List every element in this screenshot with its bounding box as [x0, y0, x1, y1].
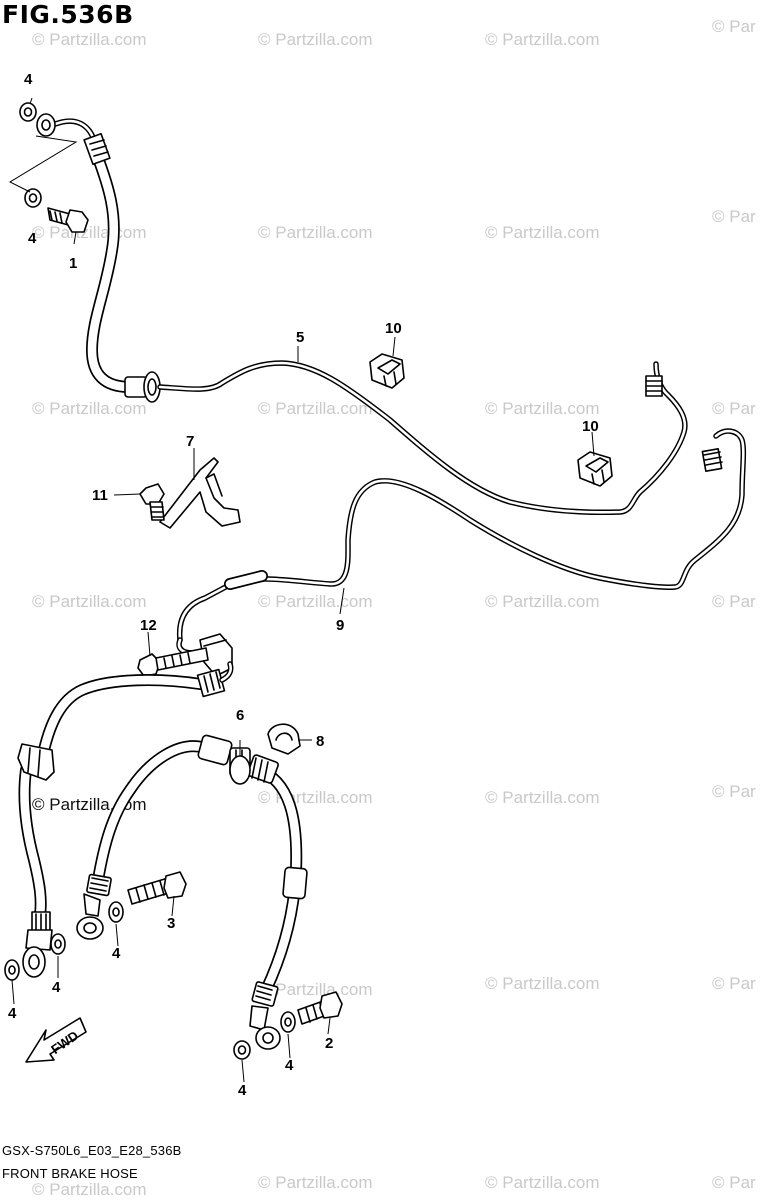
- upper-hose: [36, 113, 161, 403]
- watermark: © Partzilla.com: [485, 223, 600, 242]
- watermark: © Partzilla.com: [258, 980, 373, 999]
- watermark: © Par: [712, 782, 756, 801]
- callout-5: 5: [296, 329, 304, 346]
- hose-clip-6: [229, 740, 251, 785]
- watermark: © Partzilla.com: [485, 788, 600, 807]
- leader-lines: [11, 97, 595, 1083]
- callout-4: 4: [112, 945, 121, 962]
- callout-4: 4: [238, 1082, 247, 1099]
- watermark: © Par: [712, 592, 756, 611]
- washer: [50, 933, 66, 955]
- bracket-7: [159, 457, 241, 529]
- union-bolt-2: [297, 991, 343, 1025]
- watermark: © Partzilla.com: [32, 592, 147, 611]
- fwd-arrow: FWD: [25, 1017, 87, 1063]
- watermark: © Partzilla.com: [485, 974, 600, 993]
- diagram-code: GSX-S750L6_E03_E28_536B: [2, 1143, 182, 1158]
- union-bolt-1: [47, 207, 89, 233]
- callout-4: 4: [285, 1057, 294, 1074]
- callout-3: 3: [167, 915, 175, 932]
- callout-8: 8: [316, 733, 324, 750]
- middle-lower-hose: [76, 734, 251, 940]
- watermark: © Partzilla.com: [32, 399, 147, 418]
- watermark: © Partzilla.com: [485, 592, 600, 611]
- watermark: © Partzilla.com: [32, 30, 147, 49]
- left-lower-hose: [17, 661, 234, 978]
- callout-1: 1: [69, 255, 77, 272]
- watermark: © Partzilla.com: [258, 592, 373, 611]
- three-way-joint: [199, 633, 233, 677]
- clamp-8: [267, 723, 301, 755]
- watermark: © Par: [712, 399, 756, 418]
- bolt-11: [139, 483, 165, 521]
- watermark: © Partzilla.com: [485, 30, 600, 49]
- watermark: © Par: [712, 17, 756, 36]
- watermark: © Partzilla.com: [32, 223, 147, 242]
- clamp-10a: [369, 353, 405, 389]
- watermark: © Partzilla.com: [32, 1180, 147, 1199]
- callout-11: 11: [92, 487, 108, 504]
- callout-12: 12: [140, 617, 157, 634]
- callout-4: 4: [8, 1005, 17, 1022]
- callout-10: 10: [385, 320, 402, 337]
- watermark: © Partzilla.com: [258, 30, 373, 49]
- clamp-10b: [577, 451, 613, 487]
- watermark: © Partzilla.com: [258, 223, 373, 242]
- watermark: © Par: [712, 207, 756, 226]
- watermark: © Partzilla.com: [485, 399, 600, 418]
- union-bolt-3: [127, 871, 187, 905]
- watermark-grid: © Partzilla.com © Partzilla.com © Partzi…: [32, 17, 756, 1199]
- brake-pipe-9: [176, 428, 747, 656]
- washer: [108, 901, 124, 923]
- diagram-name: FRONT BRAKE HOSE: [2, 1166, 138, 1181]
- callout-4: 4: [24, 71, 33, 88]
- watermark: © Partzilla.com: [485, 1173, 600, 1192]
- brake-pipe-5: [157, 360, 688, 516]
- watermark: © Par: [712, 974, 756, 993]
- callout-9: 9: [336, 617, 344, 634]
- watermark: © Partzilla.com: [258, 399, 373, 418]
- watermark: © Partzilla.com: [258, 1173, 373, 1192]
- callout-4: 4: [28, 230, 37, 247]
- callout-2: 2: [325, 1035, 333, 1052]
- washer: [4, 959, 20, 981]
- callout-numbers: 4 4 1 5 10 10 7 11 12 9 6 8 3 4 4 4 2 4 …: [8, 71, 599, 1099]
- callout-10: 10: [582, 418, 599, 435]
- washer: [24, 188, 42, 208]
- callout-4: 4: [52, 979, 61, 996]
- bolt-12: [137, 647, 209, 677]
- leader-line: [8, 135, 78, 193]
- washer: [19, 102, 37, 122]
- watermark: © Partzilla.com: [258, 788, 373, 807]
- figure-title: FIG.536B: [2, 0, 134, 29]
- washer: [233, 1040, 251, 1060]
- right-lower-hose: [247, 754, 308, 1050]
- callout-6: 6: [236, 707, 244, 724]
- callout-7: 7: [186, 433, 194, 450]
- washer: [280, 1011, 296, 1033]
- watermark: © Par: [712, 1173, 756, 1192]
